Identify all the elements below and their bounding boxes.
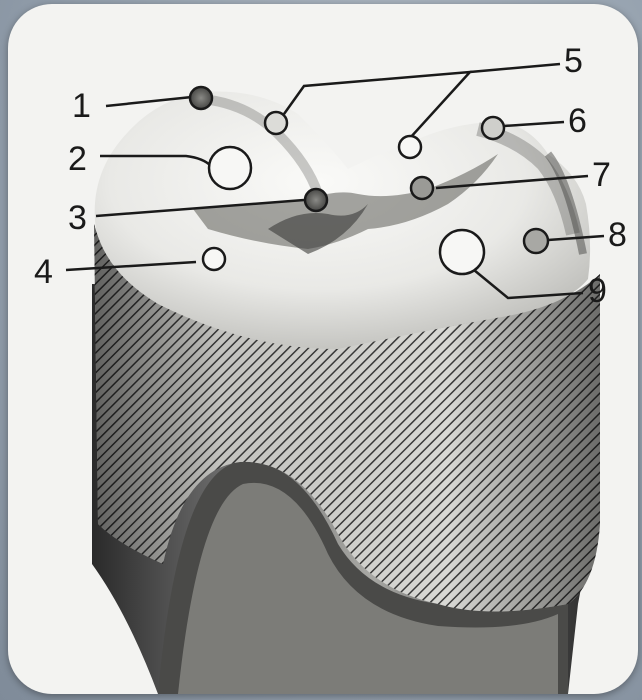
label-1: 1 [72,87,91,125]
label-3: 3 [68,199,87,237]
label-8: 8 [608,216,627,254]
marker-5a [265,112,287,134]
marker-3 [305,189,327,211]
marker-7 [411,177,433,199]
marker-2 [209,147,251,189]
leader-line-5 [284,72,470,138]
label-2: 2 [68,140,87,178]
leader-line-5-tail [470,64,560,72]
label-5: 5 [564,42,583,80]
label-6: 6 [568,102,587,140]
marker-1 [190,87,212,109]
marker-5b [399,136,421,158]
label-7: 7 [592,156,611,194]
label-9: 9 [588,272,607,310]
figure-card: 1 2 3 4 5 6 7 8 9 [8,4,638,694]
label-4: 4 [34,253,53,291]
marker-4 [203,248,225,270]
marker-9 [440,230,484,274]
leader-line-6 [504,122,564,126]
marker-6 [482,117,504,139]
marker-8 [524,229,548,253]
tooth-diagram: 1 2 3 4 5 6 7 8 9 [8,4,638,694]
